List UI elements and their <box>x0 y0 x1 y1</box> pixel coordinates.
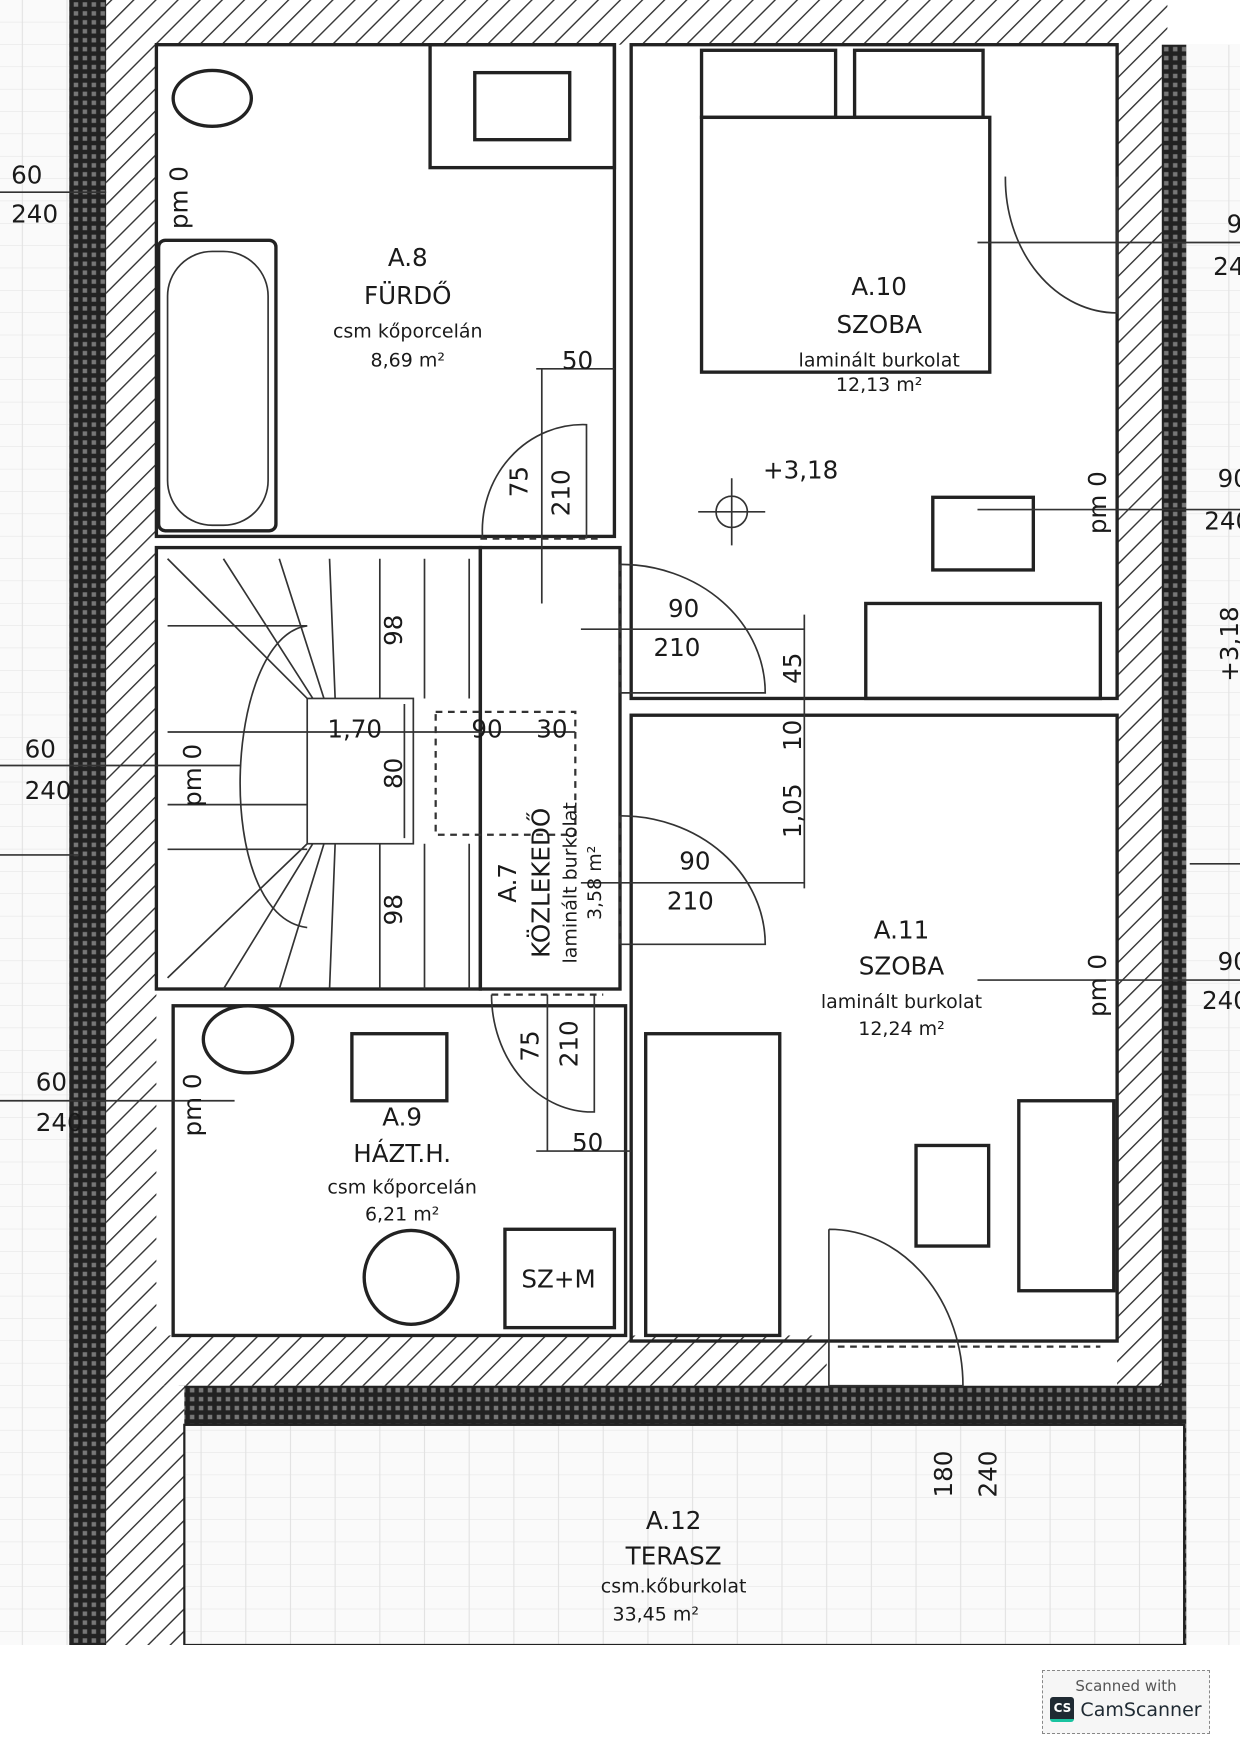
room-a8-label: A.8 FÜRDŐ csm kőporcelán 8,69 m² <box>333 243 483 372</box>
room-area: 6,21 m² <box>365 1203 439 1225</box>
dimension-labels: 60 240 60 240 60 240 90 240 90 240 90 24… <box>11 160 1240 1497</box>
room-area: 12,24 m² <box>858 1018 944 1040</box>
bathtub-icon <box>156 238 278 533</box>
dimension-label: 98 <box>379 894 408 925</box>
level-mark-right: +3,18 <box>1215 606 1240 681</box>
watermark-text: Scanned with <box>1075 1677 1177 1695</box>
dimension-label: 240 <box>1204 507 1240 536</box>
camscanner-watermark: Scanned with CS CamScanner <box>1042 1670 1210 1734</box>
sink-icon <box>201 1004 295 1075</box>
appliance-box <box>503 1227 617 1330</box>
dimension-label: 75 <box>515 1030 544 1061</box>
chair-icon <box>914 1143 991 1248</box>
dimension-label: 90 <box>1218 947 1240 976</box>
room-floor: laminált burkolat <box>799 350 960 372</box>
room-name: KÖZLEKEDŐ <box>526 808 556 958</box>
dimension-label: pm 0 <box>178 1074 207 1137</box>
dimension-label: 50 <box>572 1128 603 1157</box>
room-a10-label: A.10 SZOBA laminált burkolat 12,13 m² <box>799 272 960 396</box>
bed-icon <box>699 115 992 374</box>
room-floor: csm kőporcelán <box>333 320 483 342</box>
room-code: A.12 <box>646 1506 701 1535</box>
dimension-label: pm 0 <box>165 166 194 229</box>
dimension-label: 60 <box>36 1068 67 1097</box>
room-floor: csm.kőburkolat <box>601 1575 747 1597</box>
dimension-label: 210 <box>547 469 576 516</box>
room-a12-label: A.12 TERASZ csm.kőburkolat 33,45 m² <box>601 1506 747 1626</box>
dimension-lines <box>0 191 1240 1152</box>
walls <box>0 0 1240 1645</box>
dimension-label: 210 <box>654 633 701 662</box>
dimension-label: 1,70 <box>327 715 382 744</box>
watermark-brand: CamScanner <box>1080 1698 1202 1721</box>
toilet-icon <box>171 68 254 128</box>
dimension-label: 90 <box>471 715 502 744</box>
room-floor: laminált burkolat <box>559 802 581 963</box>
dimension-label: 90 <box>668 594 699 623</box>
desk-icon-2 <box>1017 1099 1116 1293</box>
dimension-label: pm 0 <box>1083 954 1112 1017</box>
dimension-label: 75 <box>504 466 533 497</box>
room-name: FÜRDŐ <box>364 280 451 310</box>
room-a11-label: A.11 SZOBA laminált burkolat 12,24 m² <box>821 916 982 1040</box>
room-code: A.9 <box>382 1102 422 1131</box>
dimension-label: 240 <box>36 1108 83 1137</box>
dimension-label: 240 <box>1202 986 1240 1015</box>
dimension-label: 50 <box>562 346 593 375</box>
dimension-label: 90 <box>1227 209 1240 238</box>
desk-icon <box>864 601 1103 701</box>
room-name: HÁZT.H. <box>353 1139 451 1168</box>
room-area: 12,13 m² <box>836 374 922 396</box>
dimension-label: 90 <box>1218 464 1240 493</box>
room-area: 8,69 m² <box>371 350 445 372</box>
dimension-label: 30 <box>536 715 567 744</box>
dimension-label: 240 <box>973 1451 1002 1498</box>
dimension-label: pm 0 <box>1083 471 1112 534</box>
camscanner-logo-icon: CS <box>1050 1697 1075 1722</box>
level-mark: +3,18 <box>763 455 838 484</box>
dimension-label: 210 <box>667 887 714 916</box>
room-code: A.10 <box>851 272 906 301</box>
room-a9-label: A.9 HÁZT.H. csm kőporcelán 6,21 m² <box>327 1102 477 1225</box>
dimension-label: 1,05 <box>778 783 807 838</box>
room-area: 3,58 m² <box>584 846 606 920</box>
room-floor: laminált burkolat <box>821 991 982 1013</box>
bed-icon-2 <box>644 1032 782 1338</box>
washbasin-icon <box>428 43 617 170</box>
floor-plan: A.8 FÜRDŐ csm kőporcelán 8,69 m² A.10 SZ… <box>0 0 1240 1645</box>
dimension-label: 60 <box>25 735 56 764</box>
drain-icon <box>362 1228 460 1326</box>
room-a7-label: A.7 KÖZLEKEDŐ laminált burkolat 3,58 m² <box>493 802 606 963</box>
room-name: SZOBA <box>859 951 945 980</box>
dimension-label: 60 <box>11 160 42 189</box>
dimension-label: 45 <box>778 653 807 684</box>
dimension-label: 240 <box>11 199 58 228</box>
room-name: SZOBA <box>836 310 922 339</box>
room-code: A.11 <box>874 916 929 945</box>
nightstand-icon <box>931 495 1036 572</box>
dimension-label: 240 <box>25 776 72 805</box>
rooms <box>154 43 1186 1645</box>
dimension-label: pm 0 <box>178 744 207 807</box>
room-area: 33,45 m² <box>613 1603 699 1625</box>
room-name: TERASZ <box>625 1542 722 1571</box>
dimension-label: 180 <box>929 1451 958 1498</box>
dimension-label: 10 <box>778 720 807 751</box>
dimension-label: 240 <box>1213 252 1240 281</box>
staircase <box>166 558 577 990</box>
appliance-label: SZ+M <box>521 1264 595 1293</box>
room-code: A.8 <box>388 243 428 272</box>
dimension-label: 210 <box>555 1020 584 1067</box>
dimension-label: 80 <box>379 758 408 789</box>
furniture <box>156 43 1116 1338</box>
dimension-label: 98 <box>379 615 408 646</box>
room-floor: csm kőporcelán <box>327 1177 477 1199</box>
dimension-label: 90 <box>679 846 710 875</box>
room-code: A.7 <box>493 863 522 903</box>
